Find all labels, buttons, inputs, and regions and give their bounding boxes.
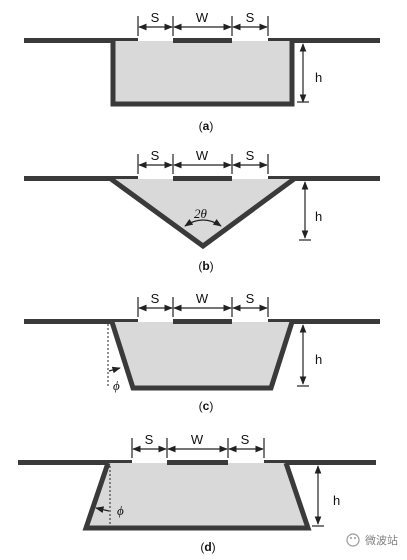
watermark-icon <box>346 533 360 547</box>
label-2theta: 2θ <box>194 206 208 221</box>
label-w-c: W <box>196 291 209 306</box>
ground-plane-left-d <box>18 460 132 465</box>
ground-plane-left-a <box>24 38 138 43</box>
label-s-left-c: S <box>151 291 160 306</box>
substrate-v-groove <box>109 176 296 250</box>
caption-a: (a) <box>199 119 214 133</box>
label-phi-d: ϕ <box>117 503 124 518</box>
watermark: 微波站 <box>346 533 398 547</box>
ground-plane-left-b <box>24 176 138 181</box>
label-s-left-b: S <box>151 148 160 163</box>
panel-b: S W S 2θ h (b) <box>24 148 380 273</box>
caption-d: (d) <box>200 540 215 554</box>
label-h-b: h <box>315 209 322 224</box>
label-s-right-d: S <box>241 432 250 447</box>
caption-b: (b) <box>198 259 213 273</box>
angle-arc-2theta <box>184 219 222 227</box>
label-s-right-b: S <box>246 148 255 163</box>
label-s-right-c: S <box>246 291 255 306</box>
center-strip-c <box>173 319 232 324</box>
panel-c: S W S ϕ h (c) <box>24 291 380 413</box>
label-h-c: h <box>315 352 322 367</box>
ground-plane-right-a <box>268 38 380 43</box>
ground-plane-left-c <box>24 319 138 324</box>
watermark-text: 微波站 <box>365 533 398 547</box>
center-strip-b <box>173 176 232 181</box>
substrate-rectangular <box>110 41 295 107</box>
ground-plane-right-c <box>268 319 380 324</box>
label-s-right-a: S <box>246 10 255 25</box>
substrate-trapezoid-narrow-bottom <box>109 321 295 391</box>
center-strip-a <box>173 38 232 43</box>
substrate-trapezoid-wide-bottom <box>82 462 312 531</box>
center-strip-d <box>167 460 228 465</box>
label-phi-c: ϕ <box>113 378 120 393</box>
label-w-b: W <box>196 148 209 163</box>
label-h-a: h <box>315 70 322 85</box>
ground-plane-right-b <box>268 176 380 181</box>
label-s-left-a: S <box>151 10 160 25</box>
caption-c: (c) <box>199 399 214 413</box>
panel-d: S W S ϕ h (d) <box>18 432 376 554</box>
label-w-d: W <box>191 432 204 447</box>
ground-plane-right-d <box>264 460 376 465</box>
label-s-left-d: S <box>145 432 154 447</box>
panel-a: S W S h (a) <box>24 10 380 133</box>
label-h-d: h <box>333 493 340 508</box>
label-w-a: W <box>196 10 209 25</box>
